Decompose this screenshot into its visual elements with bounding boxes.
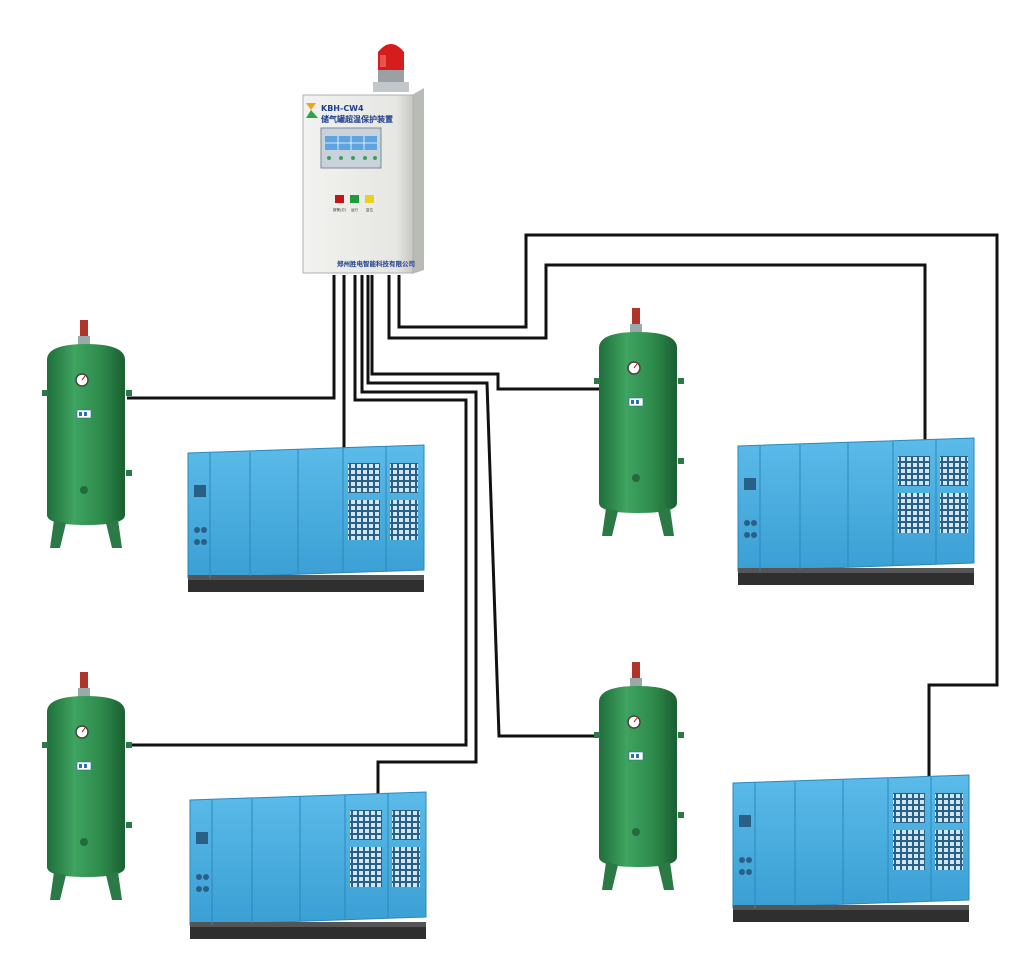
- wire-tank-4: [366, 275, 602, 738]
- compressor-3: [189, 791, 427, 940]
- wire-compressor-3: [360, 275, 478, 798]
- wire-compressor-4: [397, 233, 999, 783]
- air-compressor-icon: [187, 444, 425, 592]
- run-light-label: 运行: [351, 207, 359, 212]
- controller-unit: KBH-CW4 储气罐超温保护装置 报警(灯) 运行 复位 郑州胜电智能科技有限…: [302, 44, 424, 274]
- run-light-button[interactable]: [350, 195, 359, 203]
- tank-2: [593, 307, 685, 537]
- controller-model: KBH-CW4: [321, 104, 364, 113]
- tank-4: [593, 661, 685, 891]
- wire-tank-3: [127, 275, 468, 747]
- compressor-1: [187, 444, 425, 592]
- wire-tank-1: [127, 275, 336, 400]
- company-logo: [306, 103, 318, 118]
- tank-3: [41, 671, 133, 901]
- compressor-2: [737, 437, 975, 586]
- tank-1: [42, 320, 132, 548]
- alarm-light-label: 报警(灯): [333, 207, 347, 212]
- alarm-beacon-icon: [373, 44, 409, 92]
- company-name: 郑州胜电智能科技有限公司: [337, 259, 415, 268]
- alarm-light-button[interactable]: [335, 195, 344, 203]
- controller-title: 储气罐超温保护装置: [320, 114, 393, 124]
- air-tank-icon: [42, 320, 132, 548]
- reset-button[interactable]: [365, 195, 374, 203]
- wire-tank-2: [370, 275, 602, 391]
- wire-compressor-2: [387, 263, 927, 440]
- display-screen: [320, 127, 382, 169]
- wires: [127, 233, 999, 798]
- compressor-4: [732, 774, 970, 923]
- reset-label: 复位: [366, 207, 374, 212]
